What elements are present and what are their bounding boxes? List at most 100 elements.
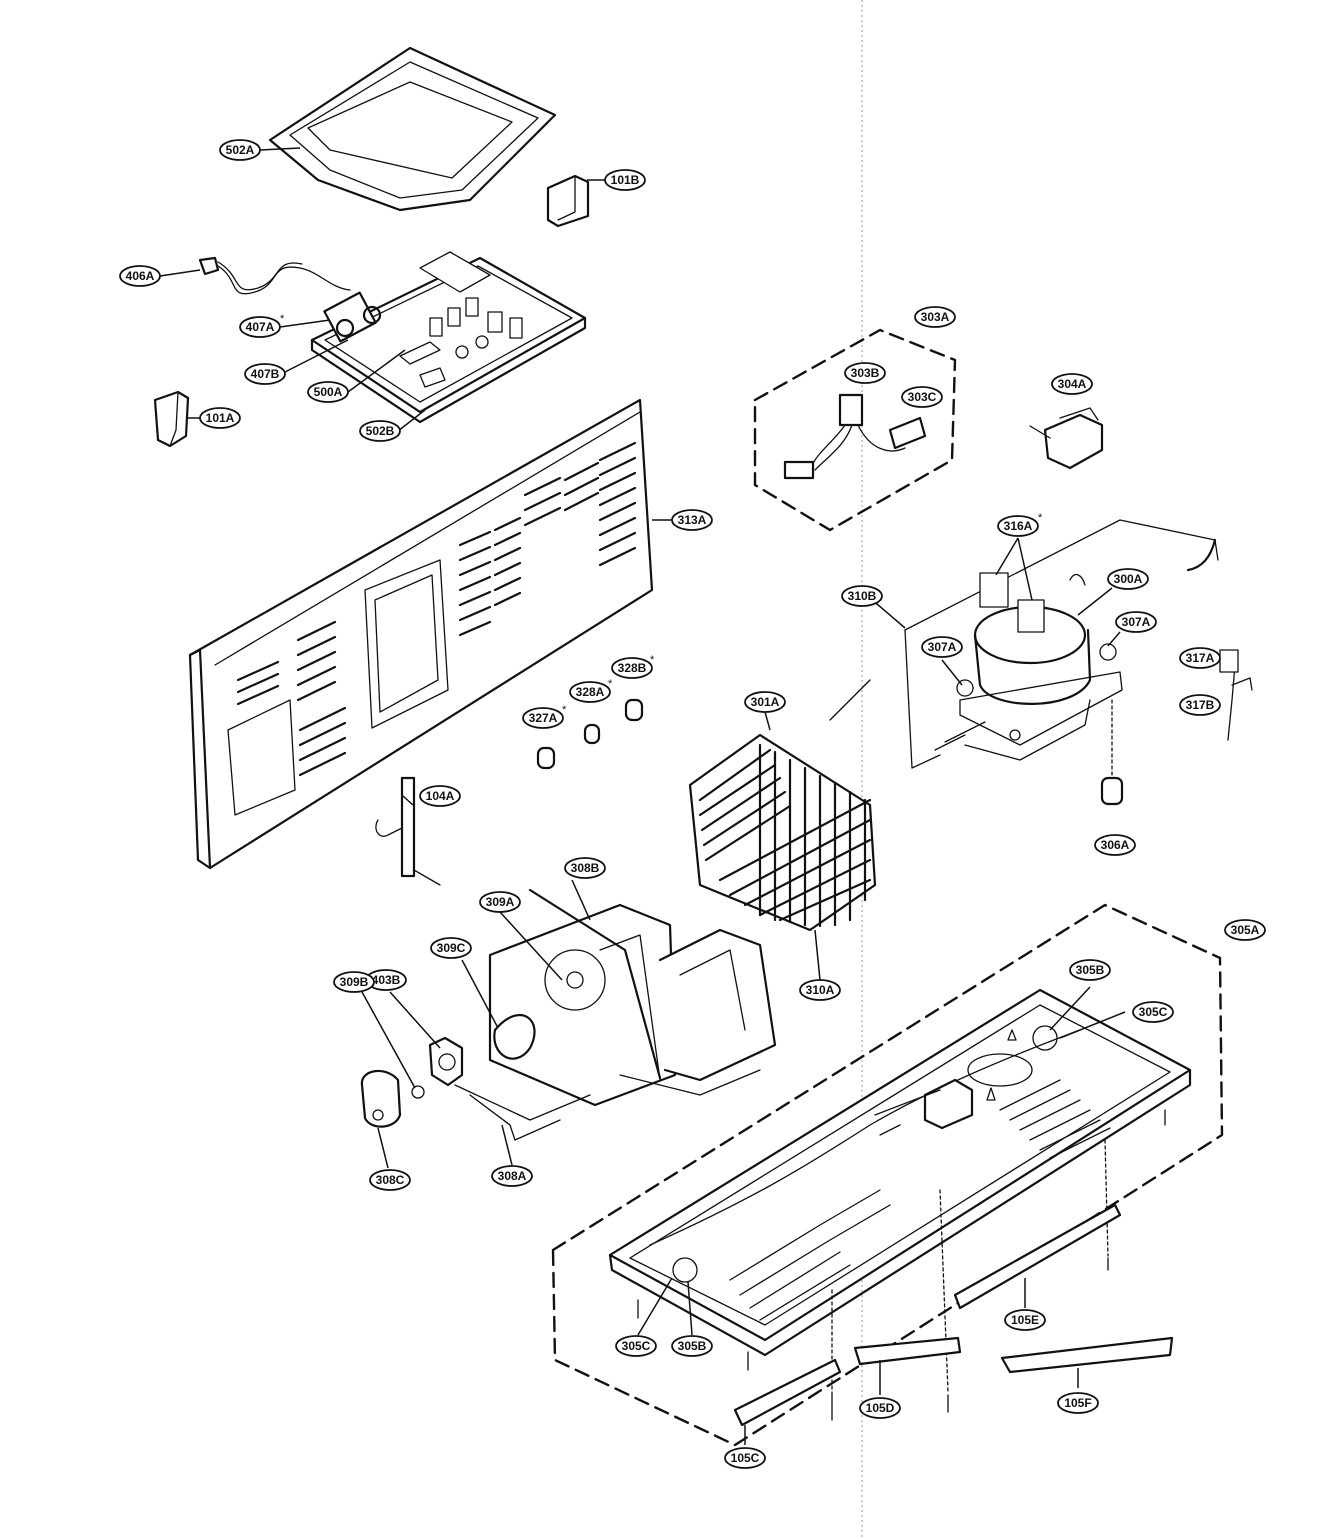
svg-text:500A: 500A bbox=[314, 385, 343, 399]
part-309b-washer bbox=[411, 1085, 425, 1099]
callout-105f: 105F bbox=[1057, 1392, 1099, 1414]
svg-text:502A: 502A bbox=[226, 143, 255, 157]
callout-301a: 301A bbox=[744, 691, 786, 713]
part-305a-base-plate-group bbox=[551, 903, 1224, 1447]
callout-308c: 308C bbox=[369, 1169, 411, 1191]
callout-305a: 305A bbox=[1224, 919, 1266, 941]
callout-316a: 316A bbox=[997, 515, 1039, 537]
callout-310a: 310A bbox=[799, 979, 841, 1001]
svg-text:305C: 305C bbox=[622, 1339, 651, 1353]
callout-307a-left: 307A bbox=[921, 636, 963, 658]
svg-text:307A: 307A bbox=[928, 640, 957, 654]
callout-309a: 309A bbox=[479, 891, 521, 913]
callout-317a: 317A bbox=[1179, 647, 1221, 669]
svg-text:407A: 407A bbox=[246, 320, 275, 334]
part-105d-rail bbox=[853, 1336, 962, 1366]
leader-lines bbox=[159, 147, 1126, 1445]
svg-text:308B: 308B bbox=[571, 861, 600, 875]
callout-105e: 105E bbox=[1004, 1309, 1046, 1331]
svg-text:101B: 101B bbox=[611, 173, 640, 187]
part-327a-grommet bbox=[536, 746, 556, 770]
svg-text:305C: 305C bbox=[1139, 1005, 1168, 1019]
callout-303a: 303A bbox=[914, 306, 956, 328]
svg-text:309A: 309A bbox=[486, 895, 515, 909]
asterisk-marks: * * * * * bbox=[280, 313, 1043, 716]
svg-text:105D: 105D bbox=[866, 1401, 895, 1415]
callout-317b: 317B bbox=[1179, 694, 1221, 716]
callout-308a: 308A bbox=[491, 1165, 533, 1187]
callout-310b: 310B bbox=[841, 585, 883, 607]
svg-text:104A: 104A bbox=[426, 789, 455, 803]
part-screws bbox=[637, 1109, 1166, 1421]
part-105e-rail bbox=[953, 1203, 1122, 1310]
svg-text:105E: 105E bbox=[1011, 1313, 1039, 1327]
part-500a-control-board bbox=[310, 251, 587, 424]
callout-305c-top: 305C bbox=[1132, 1001, 1174, 1023]
callout-305c-bottom: 305C bbox=[615, 1335, 657, 1357]
part-304a-relay bbox=[1029, 407, 1104, 470]
callout-328b: 328B bbox=[611, 657, 653, 679]
svg-text:317B: 317B bbox=[1186, 698, 1215, 712]
svg-text:308C: 308C bbox=[376, 1173, 405, 1187]
callout-309b: 309B bbox=[333, 971, 375, 993]
callout-300a: 300A bbox=[1107, 568, 1149, 590]
part-308c-fan-cover bbox=[360, 1069, 402, 1128]
part-303a-wire-harness-group bbox=[753, 328, 957, 532]
part-306a-grommet bbox=[1100, 699, 1124, 806]
callout-305b-top: 305B bbox=[1069, 959, 1111, 981]
svg-text:309B: 309B bbox=[340, 975, 369, 989]
part-101a-bracket bbox=[153, 390, 190, 448]
svg-text:*: * bbox=[562, 704, 567, 716]
svg-text:305A: 305A bbox=[1231, 923, 1260, 937]
part-313a-back-panel bbox=[188, 398, 654, 870]
callout-328a: 328A bbox=[569, 681, 611, 703]
svg-text:308A: 308A bbox=[498, 1169, 527, 1183]
svg-text:303B: 303B bbox=[851, 366, 880, 380]
svg-text:309C: 309C bbox=[437, 941, 466, 955]
callout-306a: 306A bbox=[1094, 834, 1136, 856]
part-105f-rail bbox=[1000, 1336, 1174, 1374]
part-301a-condenser bbox=[688, 679, 877, 932]
callout-500a: 500A bbox=[307, 381, 349, 403]
svg-text:*: * bbox=[650, 654, 655, 666]
svg-text:310B: 310B bbox=[848, 589, 877, 603]
svg-text:303C: 303C bbox=[908, 390, 937, 404]
part-328a-grommet bbox=[583, 723, 601, 745]
part-406a-power-cord bbox=[198, 256, 351, 295]
svg-text:310A: 310A bbox=[806, 983, 835, 997]
svg-text:328B: 328B bbox=[618, 661, 647, 675]
svg-text:307A: 307A bbox=[1122, 615, 1151, 629]
svg-text:*: * bbox=[280, 313, 285, 325]
part-300a-compressor bbox=[904, 519, 1219, 769]
part-403b-fan-motor bbox=[428, 1036, 464, 1087]
callout-104a: 104A bbox=[419, 785, 461, 807]
svg-text:305B: 305B bbox=[1076, 963, 1105, 977]
callout-313a: 313A bbox=[671, 509, 713, 531]
part-101b-bracket bbox=[546, 174, 590, 228]
svg-text:303A: 303A bbox=[921, 310, 950, 324]
part-502a-top-cover bbox=[268, 46, 557, 212]
svg-text:316A: 316A bbox=[1004, 519, 1033, 533]
svg-text:304A: 304A bbox=[1058, 377, 1087, 391]
callout-309c: 309C bbox=[430, 937, 472, 959]
callout-502b: 502B bbox=[359, 420, 401, 442]
svg-text:105F: 105F bbox=[1064, 1396, 1091, 1410]
callout-406a: 406A bbox=[119, 265, 161, 287]
callout-407a: 407A bbox=[239, 316, 281, 338]
svg-text:328A: 328A bbox=[576, 685, 605, 699]
callout-327a: 327A bbox=[522, 707, 564, 729]
svg-text:403B: 403B bbox=[372, 973, 401, 987]
svg-text:301A: 301A bbox=[751, 695, 780, 709]
svg-text:406A: 406A bbox=[126, 269, 155, 283]
callout-407b: 407B bbox=[244, 363, 286, 385]
callout-105d: 105D bbox=[859, 1397, 901, 1419]
svg-text:313A: 313A bbox=[678, 513, 707, 527]
svg-text:*: * bbox=[608, 678, 613, 690]
callout-304a: 304A bbox=[1051, 373, 1093, 395]
svg-text:305B: 305B bbox=[678, 1339, 707, 1353]
callout-307a-right: 307A bbox=[1115, 611, 1157, 633]
callout-308b: 308B bbox=[564, 857, 606, 879]
callout-101a: 101A bbox=[199, 407, 241, 429]
svg-text:101A: 101A bbox=[206, 411, 235, 425]
